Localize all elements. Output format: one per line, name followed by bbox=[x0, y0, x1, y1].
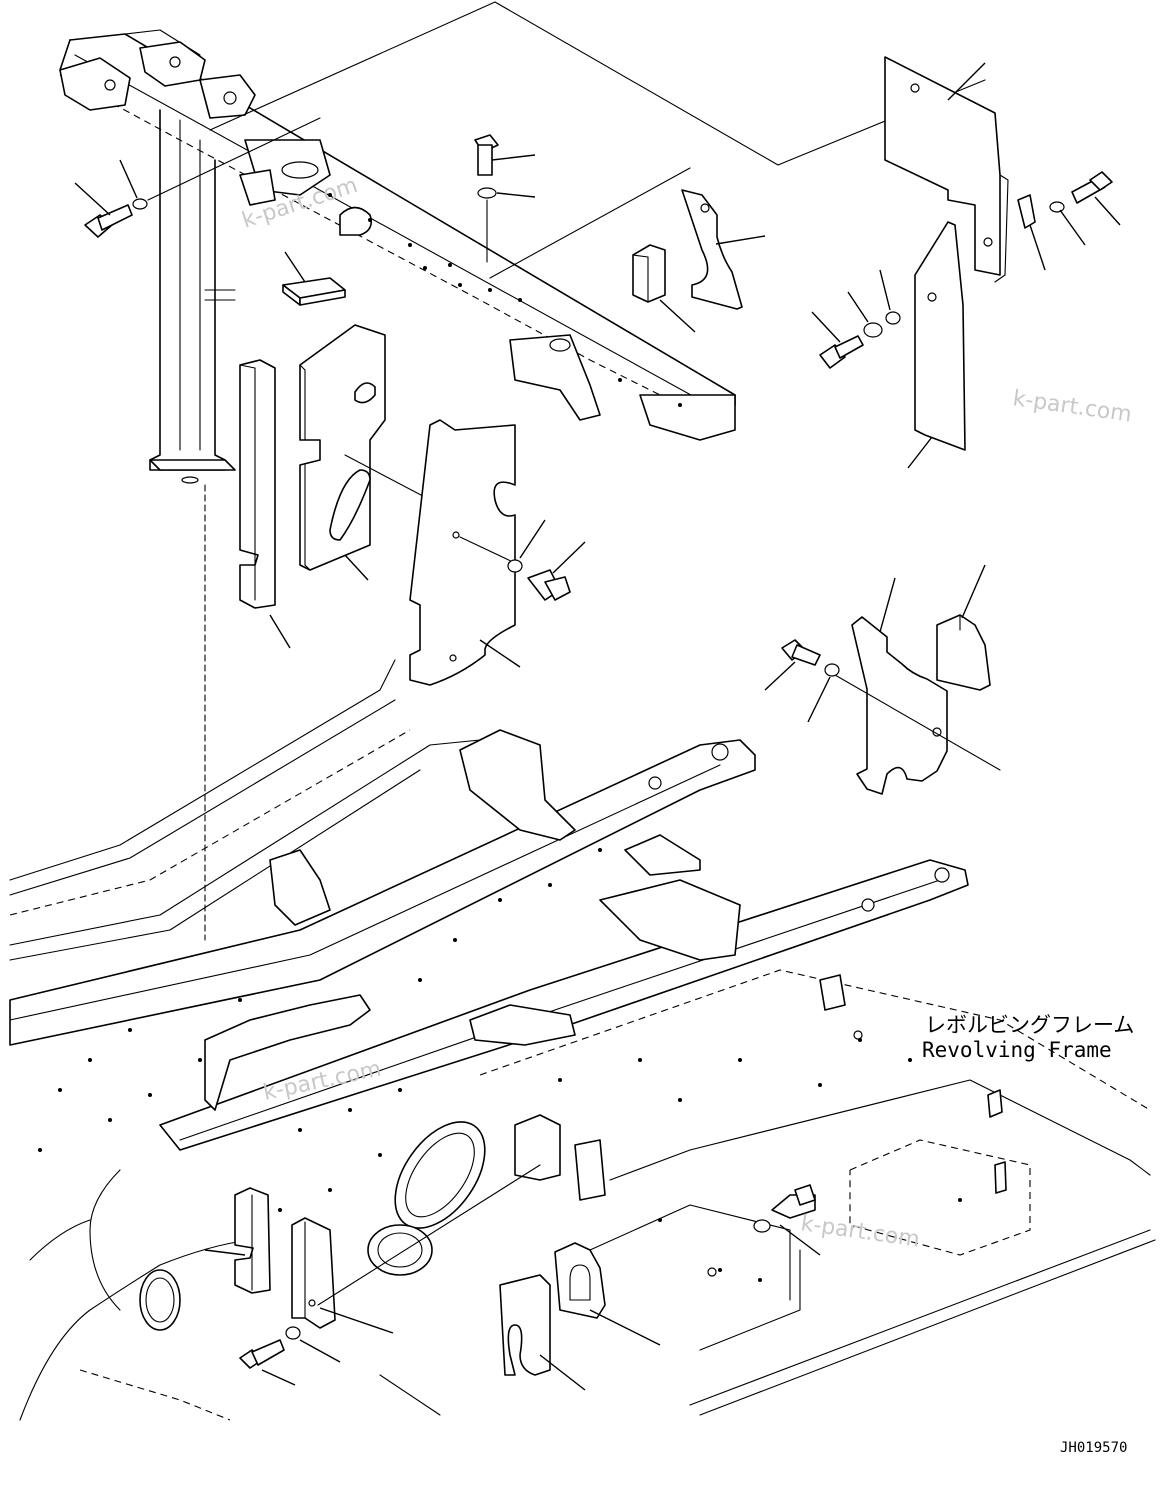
drawing-code: JH019570 bbox=[1060, 1440, 1127, 1456]
cover-plate-large bbox=[884, 56, 1009, 283]
frame-label-en: Revolving Frame bbox=[922, 1038, 1112, 1062]
washer-upper-left bbox=[119, 117, 321, 210]
bracket-notched bbox=[409, 419, 521, 686]
bolt-right-lower bbox=[764, 639, 821, 691]
spacer-bar-lower bbox=[204, 1187, 271, 1294]
small-bracket-top-right bbox=[1017, 194, 1046, 271]
revolving-frame bbox=[9, 659, 1156, 1421]
pad-block-top-middle bbox=[632, 244, 696, 333]
washer-lower-right bbox=[753, 1219, 771, 1233]
bracket-right-middle bbox=[834, 577, 1001, 795]
washer-top-right bbox=[1049, 201, 1086, 246]
washer-lower-left bbox=[285, 1326, 341, 1363]
bolt-top-right bbox=[1071, 171, 1121, 226]
bracket-lower-left bbox=[291, 1164, 541, 1334]
pad-block-right bbox=[936, 564, 991, 691]
watermark: k-part.com bbox=[799, 1211, 921, 1252]
pad-plate-slotted bbox=[299, 324, 441, 581]
bolt-right-middle bbox=[811, 311, 864, 369]
bolt-center bbox=[527, 541, 586, 601]
bolt-lower-left bbox=[239, 1339, 296, 1386]
bracket-top-middle bbox=[681, 189, 766, 310]
bolt-lower-right bbox=[771, 1184, 821, 1256]
washer-top-center bbox=[477, 187, 536, 263]
washer-right-b bbox=[847, 291, 883, 338]
washer-right-lower bbox=[807, 663, 840, 723]
rubber-block bbox=[282, 251, 346, 306]
bolt-upper-left bbox=[74, 182, 133, 238]
spacer-bar-tall bbox=[239, 359, 291, 649]
cover-plate-side bbox=[907, 221, 966, 469]
washer-right-a bbox=[879, 269, 901, 325]
upper-frame-beam bbox=[59, 29, 736, 441]
frame-label-jp: レボルビングフレーム bbox=[925, 1013, 1134, 1037]
watermark: k-part.com bbox=[1011, 386, 1133, 427]
vertical-post bbox=[149, 109, 236, 941]
pad-block-slotted-lower bbox=[554, 1242, 661, 1346]
bolt-top-center bbox=[474, 134, 536, 176]
washer-center bbox=[507, 519, 546, 573]
clip-bracket-lower bbox=[499, 1274, 586, 1391]
